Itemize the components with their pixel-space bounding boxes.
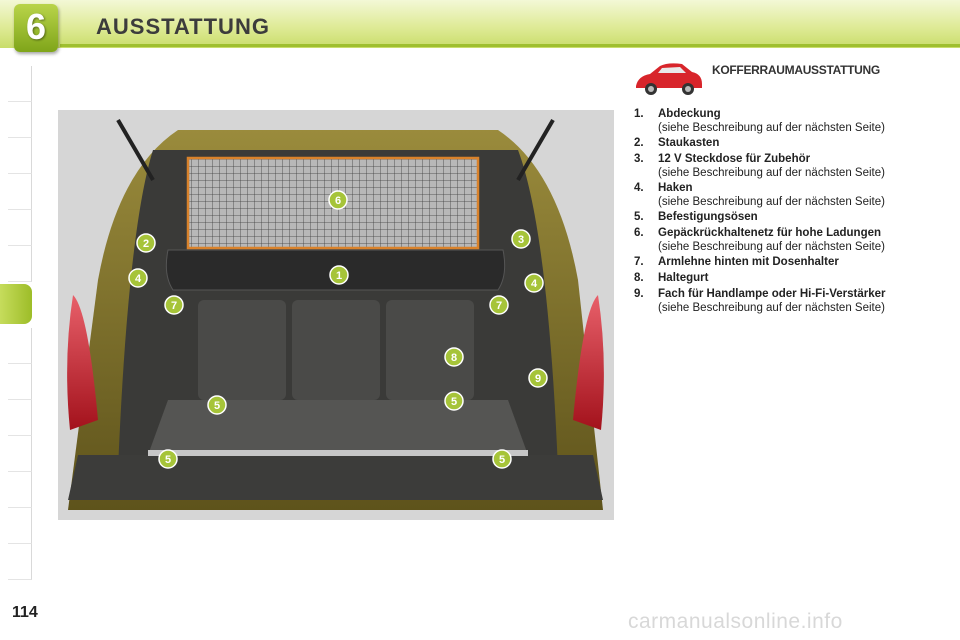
legend-note: (siehe Beschreibung auf der nächsten Sei… — [658, 196, 885, 208]
chapter-header-bar — [0, 0, 960, 48]
legend-number: 1. — [634, 108, 644, 120]
legend-label: Abdeckung — [658, 108, 721, 120]
legend-number: 5. — [634, 211, 644, 223]
section-title: KOFFERRAUMAUSSTATTUNG — [712, 63, 880, 77]
legend-note: (siehe Beschreibung auf der nächsten Sei… — [658, 241, 885, 253]
callout-2: 2 — [136, 233, 156, 253]
tail-lamp-left — [67, 295, 98, 430]
callout-7-right: 7 — [489, 295, 509, 315]
legend-item: 3. 12 V Steckdose für Zubehör (siehe Besc… — [634, 153, 924, 179]
callout-5-b: 5 — [444, 391, 464, 411]
rear-bumper — [68, 455, 603, 500]
chapter-number: 6 — [25, 6, 47, 47]
chapter-badge: 6 — [14, 4, 58, 52]
legend-number: 3. — [634, 153, 644, 165]
svg-text:8: 8 — [451, 352, 457, 364]
svg-text:4: 4 — [135, 273, 142, 285]
car-side-icon — [636, 63, 702, 95]
chapter-tab[interactable] — [8, 436, 32, 472]
svg-text:5: 5 — [165, 454, 171, 466]
svg-text:2: 2 — [143, 238, 149, 250]
chapter-tab[interactable] — [8, 246, 32, 282]
trunk-floor — [148, 400, 528, 455]
tail-lamp-right — [573, 295, 604, 430]
legend-label: Armlehne hinten mit Dosenhalter — [658, 256, 839, 268]
chapter-tab[interactable] — [8, 544, 32, 580]
svg-text:3: 3 — [518, 234, 524, 246]
callout-3: 3 — [511, 229, 531, 249]
chapter-tab[interactable] — [8, 102, 32, 138]
svg-text:6: 6 — [335, 195, 341, 207]
callout-5-a: 5 — [207, 395, 227, 415]
chapter-tab[interactable] — [8, 472, 32, 508]
gas-strut-right — [516, 118, 555, 182]
chapter-tab[interactable] — [8, 400, 32, 436]
legend-item: 9. Fach für Handlampe oder Hi-Fi-Verstärk… — [634, 288, 924, 314]
rear-seat-center — [292, 300, 380, 400]
legend-note: (siehe Beschreibung auf der nächsten Sei… — [658, 302, 885, 314]
chapter-tab[interactable] — [8, 174, 32, 210]
header-divider — [60, 44, 960, 47]
callout-5-d: 5 — [492, 449, 512, 469]
net-frame — [186, 156, 480, 250]
legend-number: 4. — [634, 182, 644, 194]
legend-item: 5. Befestigungsösen — [634, 211, 924, 224]
legend-item: 4. Haken (siehe Beschreibung auf der näch… — [634, 182, 924, 208]
svg-text:1: 1 — [336, 270, 342, 282]
chapter-tab[interactable] — [8, 210, 32, 246]
legend-list: 1. Abdeckung (siehe Beschreibung auf der … — [634, 108, 924, 317]
callout-6: 6 — [328, 190, 348, 210]
legend-number: 6. — [634, 227, 644, 239]
legend-note: (siehe Beschreibung auf der nächsten Sei… — [658, 167, 885, 179]
callout-5-c: 5 — [158, 449, 178, 469]
callout-8: 8 — [444, 347, 464, 367]
legend-item: 8. Haltegurt — [634, 272, 924, 285]
rear-seat-right — [386, 300, 474, 400]
svg-text:7: 7 — [171, 300, 177, 312]
legend-item: 7. Armlehne hinten mit Dosenhalter — [634, 256, 924, 269]
chapter-tab-active[interactable] — [0, 284, 32, 324]
svg-text:5: 5 — [499, 454, 505, 466]
legend-label: Haken — [658, 182, 693, 194]
legend-number: 2. — [634, 137, 644, 149]
chapter-tab[interactable] — [8, 328, 32, 364]
callout-4-left: 4 — [128, 268, 148, 288]
rear-seat-left — [198, 300, 286, 400]
legend-note: (siehe Beschreibung auf der nächsten Sei… — [658, 122, 885, 134]
chapter-tab[interactable] — [8, 138, 32, 174]
callout-9: 9 — [528, 368, 548, 388]
sill-trim — [148, 450, 528, 456]
legend-label: Fach für Handlampe oder Hi-Fi-Verstärker — [658, 288, 886, 300]
legend-number: 7. — [634, 256, 644, 268]
legend-label: Befestigungsösen — [658, 211, 758, 223]
callout-4-right: 4 — [524, 273, 544, 293]
legend-label: Gepäckrückhaltenetz für hohe Ladungen — [658, 227, 882, 239]
callout-1: 1 — [329, 265, 349, 285]
legend-label: Staukasten — [658, 137, 720, 149]
legend-label: Haltegurt — [658, 272, 709, 284]
legend-item: 6.Gepäckrückhaltenetz für hohe Ladungen … — [634, 227, 924, 253]
legend-number: 8. — [634, 272, 644, 284]
legend-number: 9. — [634, 288, 644, 300]
legend-label: 12 V Steckdose für Zubehör — [658, 153, 811, 165]
svg-text:4: 4 — [531, 278, 538, 290]
svg-text:7: 7 — [496, 300, 502, 312]
trunk-illustration: 1 2 3 4 4 6 7 7 8 9 5 5 5 5 — [58, 110, 614, 520]
legend-item: 1. Abdeckung (siehe Beschreibung auf der … — [634, 108, 924, 134]
chapter-tabs — [0, 66, 34, 580]
svg-text:5: 5 — [214, 400, 220, 412]
page-number: 114 — [12, 604, 38, 621]
chapter-tab[interactable] — [8, 66, 32, 102]
chapter-tab[interactable] — [8, 508, 32, 544]
svg-text:5: 5 — [451, 396, 457, 408]
watermark: carmanualsonline.info — [628, 610, 843, 633]
gas-strut-left — [116, 118, 155, 182]
callout-7-left: 7 — [164, 295, 184, 315]
chapter-tab[interactable] — [8, 364, 32, 400]
svg-text:9: 9 — [535, 373, 541, 385]
legend-item: 2. Staukasten — [634, 137, 924, 150]
chapter-title: AUSSTATTUNG — [96, 14, 270, 39]
